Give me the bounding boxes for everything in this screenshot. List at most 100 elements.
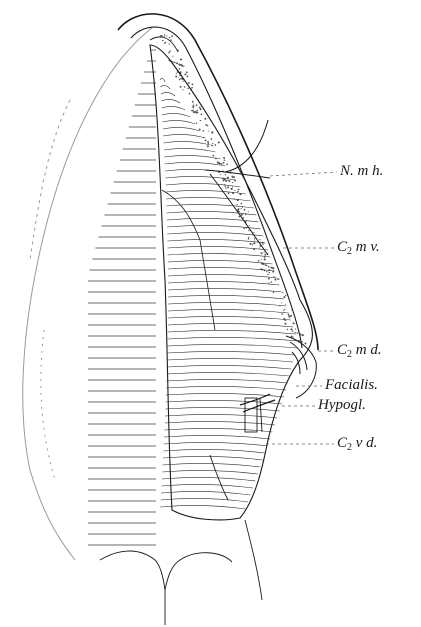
label-n-m-h: N. m h. (340, 164, 383, 179)
stipple-dot (187, 88, 189, 90)
muscle-fibre (164, 141, 211, 145)
muscle-fibre (168, 309, 289, 313)
muscle-fibre (161, 92, 175, 96)
stipple-dot (268, 282, 269, 283)
stipple-dot (268, 278, 270, 280)
stipple-dot (271, 281, 272, 282)
muscle-fibre (161, 491, 250, 495)
label-c2-v-d: C2 v d. (337, 436, 377, 453)
stipple-dot (171, 35, 173, 37)
stipple-dot (199, 128, 201, 130)
stipple-dot (248, 211, 249, 212)
stipple-dot (213, 155, 215, 157)
stipple-dot (205, 139, 207, 141)
stipple-dot (223, 157, 225, 159)
muscle-fibre (168, 295, 284, 299)
stipple-dot (164, 34, 166, 36)
stipple-dot (238, 189, 240, 191)
muscle-fibre (163, 449, 265, 453)
stipple-dot (262, 244, 263, 245)
stipple-dot (279, 279, 280, 280)
stipple-dot (225, 180, 227, 182)
stipple-dot (193, 110, 194, 111)
stipple-dot (175, 76, 177, 78)
stipple-dot (220, 174, 221, 175)
stipple-dot (207, 141, 209, 143)
stipple-dot (181, 65, 183, 67)
stipple-dot (283, 296, 285, 298)
stipple-dot (261, 252, 263, 254)
stipple-dot (219, 162, 221, 164)
stipple-dot (293, 322, 295, 324)
stipple-dot (215, 144, 217, 146)
stipple-dot (297, 328, 299, 330)
stipple-dot (281, 302, 282, 303)
stipple-dot (193, 104, 194, 105)
muscle-fibre (166, 204, 254, 208)
muscle-fibre (160, 505, 245, 509)
stipple-dot (180, 86, 182, 88)
stipple-dot (225, 174, 226, 175)
stipple-dot (284, 323, 286, 325)
stipple-dot (285, 295, 286, 296)
stipple-dot (288, 314, 290, 316)
muscle-fibre (168, 246, 268, 250)
stipple-dot (273, 276, 274, 277)
muscle-fibre (162, 106, 186, 110)
stipple-dot (182, 89, 183, 90)
stipple-dot (292, 330, 294, 332)
label-c2-m-v-post: m v. (352, 239, 380, 255)
muscle-fibre (168, 274, 277, 278)
stipple-dot (200, 120, 201, 121)
stipple-dot (267, 274, 268, 275)
muscle-fibre (168, 281, 279, 285)
muscle-fibre (162, 120, 195, 124)
stipple-dot (195, 111, 197, 113)
stipple-dot (272, 267, 274, 269)
stipple-dot (284, 308, 285, 309)
label-c2-m-d-post: m d. (352, 342, 382, 358)
stipple-dot (243, 228, 244, 229)
stipple-dot (231, 176, 233, 178)
stipple-dot (290, 328, 292, 330)
stipple-dot (289, 316, 290, 317)
stipple-dot (201, 114, 202, 115)
stipple-dot (254, 242, 256, 244)
muscle-fibre (168, 316, 291, 320)
stipple-dot (223, 162, 225, 164)
muscle-fibre (166, 386, 286, 390)
stipple-dot (244, 209, 246, 211)
stipple-dot (294, 332, 295, 333)
stipple-dot (211, 131, 213, 133)
muscle-fibre (167, 239, 265, 243)
stipple-dot (177, 49, 179, 51)
stipple-dot (169, 37, 171, 39)
stipple-dot (212, 143, 213, 144)
stipple-dot (232, 182, 233, 183)
stipple-dot (200, 109, 202, 111)
muscle-fibre (168, 323, 293, 327)
stipple-dot (192, 107, 193, 108)
stipple-dot (261, 259, 262, 260)
muscle-fibre (165, 162, 226, 166)
stipple-dot (234, 190, 235, 191)
muscle-fibre (164, 442, 268, 446)
muscle-fibre (165, 407, 279, 411)
stipple-dot (188, 82, 190, 84)
stipple-dot (264, 254, 266, 256)
muscle-fibre (161, 99, 180, 103)
skin-stipple (160, 34, 306, 345)
stipple-dot (269, 272, 270, 273)
muscle-fibre (164, 435, 270, 439)
stipple-dot (240, 208, 241, 209)
muscle-fibre (162, 470, 258, 474)
stipple-dot (254, 239, 255, 240)
label-hypogl: Hypogl. (318, 398, 366, 413)
muscle-fibre (162, 477, 256, 481)
stipple-dot (186, 71, 188, 73)
stipple-dot (228, 192, 230, 194)
muscle-fibre (160, 85, 170, 89)
muscle-fibre (168, 330, 296, 334)
muscle-fibre (161, 484, 253, 488)
